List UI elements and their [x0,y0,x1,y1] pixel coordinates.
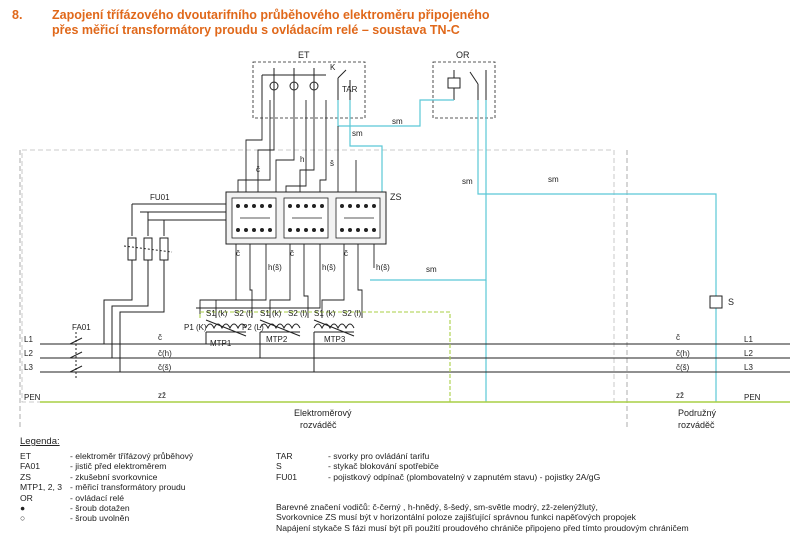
relay-symbol [447,70,487,100]
legend-notes: Barevné značení vodičů: č-černý , h-hněd… [276,502,689,533]
diagram-labels: ET OR K TAR ZS FU01 FA01 S L1 L2 L3 PEN … [24,50,761,430]
wire-zz-pen-right: zž [676,391,684,400]
wire-sm-4: sm [548,175,559,184]
title-line-2: přes měřicí transformátory proudu s ovlá… [52,23,460,37]
mtp1-s2: S2 (l) [234,309,253,318]
legend-item: MTP1, 2, 3- měřicí transformátory proudu [20,482,186,493]
legend-item: FU01- pojistkový odpínač (plombovatelný … [276,471,601,482]
legend-left: ET- elektroměr třífázový průběhový FA01-… [20,451,193,524]
et-label: ET [298,50,310,60]
wire-h-meter: h [300,155,304,164]
mtp3-s1: S1 (k) [314,309,336,318]
meter-et-box [252,61,366,119]
fu01-label: FU01 [150,193,170,202]
line-l2-right: L2 [744,349,753,358]
current-transformers [205,319,355,372]
legend-title: Legenda: [20,436,60,447]
legend-item: ZS- zkušební svorkovnice [20,471,158,482]
zs-label: ZS [390,192,402,202]
wire-zz-pen: zž [158,391,166,400]
contactor-s-coil [709,295,723,309]
s-label: S [728,297,734,307]
note-line: Barevné značení vodičů: č-černý , h-hněd… [276,502,598,512]
wire-cs-l3: č(š) [158,363,172,372]
main-cabinet-border [21,149,615,403]
zs-to-mtp-wires [132,203,375,318]
wire-sm-5: sm [426,265,437,274]
section-main-line1: Elektroměrový [294,408,352,418]
green-yellow-wire [199,311,451,402]
mtp2-s2: S2 (l) [288,309,307,318]
mtp3-s2: S2 (l) [342,309,361,318]
legend-item: S- stykač blokování spotřebiče [276,461,439,472]
or-label: OR [456,50,470,60]
mtp2-name: MTP2 [266,335,288,344]
wire-s-meter: š [330,159,334,168]
wire-c-l1: č [158,333,162,342]
fa01-label: FA01 [72,323,91,332]
line-l3-right: L3 [744,363,753,372]
tar-label: TAR [342,85,358,94]
legend-item: TAR- svorky pro ovládání tarifu [276,451,430,461]
mtp1-name: MTP1 [210,339,232,348]
breaker-fa01 [69,332,83,378]
mtp2-s1: S1 (k) [260,309,282,318]
mtp1-p2: P2 (L) [242,323,264,332]
line-pen: PEN [24,393,41,402]
line-l1-right: L1 [744,335,753,344]
wire-c-zs-2: č [290,249,294,258]
legend-right: TAR- svorky pro ovládání tarifu S- styka… [276,451,600,482]
line-l1: L1 [24,335,33,344]
fuse-fu01 [103,204,173,372]
legend-item: ET- elektroměr třífázový průběhový [20,451,194,461]
relay-or-box [432,61,496,119]
wire-ch-l2-right: č(h) [676,349,690,358]
legend-item: OR- ovládací relé [20,492,124,503]
meter-terminals [261,68,351,100]
section-sub-line1: Podružný [678,408,717,418]
section-sub-line2: rozváděč [678,420,715,430]
light-blue-wires [337,99,717,402]
wire-c-l1-right: č [676,333,680,342]
mtp1-s1: S1 (k) [206,309,228,318]
legend-item: FA01- jistič před elektroměrem [20,461,167,472]
legend-item: ●- šroub dotažen [20,503,130,514]
wire-sm-1: sm [392,117,403,126]
wire-sm-2: sm [352,129,363,138]
busbars [40,343,790,373]
title-line-1: Zapojení třífázového dvoutarifního průbě… [52,8,490,22]
section-number: 8. [12,8,23,22]
wire-ch-l2: č(h) [158,349,172,358]
note-line: Svorkovnice ZS musí být v horizontální p… [276,512,636,523]
mtp3-name: MTP3 [324,335,346,344]
line-l3: L3 [24,363,33,372]
line-pen-right: PEN [744,393,761,402]
wire-hs-3: h(š) [376,263,390,272]
meter-wires [237,100,357,192]
note-line: Napájení stykače S fázi musí být při pou… [276,522,689,533]
section-main-line2: rozváděč [300,420,337,430]
wire-cs-l3-right: č(š) [676,363,690,372]
wire-sm-3: sm [462,177,473,186]
wire-c-zs-1: č [236,249,240,258]
wire-c-zs-3: č [344,249,348,258]
page-title: 8. Zapojení třífázového dvoutarifního prů… [12,8,490,38]
wire-hs-1: h(š) [268,263,282,272]
k-label: K [330,63,336,72]
test-terminal-block [225,191,387,245]
wire-c-meter: č [256,165,260,174]
legend-item: ○- šroub uvolněn [20,513,130,524]
mtp1-p1: P1 (K) [184,323,207,332]
line-l2: L2 [24,349,33,358]
wire-hs-2: h(š) [322,263,336,272]
